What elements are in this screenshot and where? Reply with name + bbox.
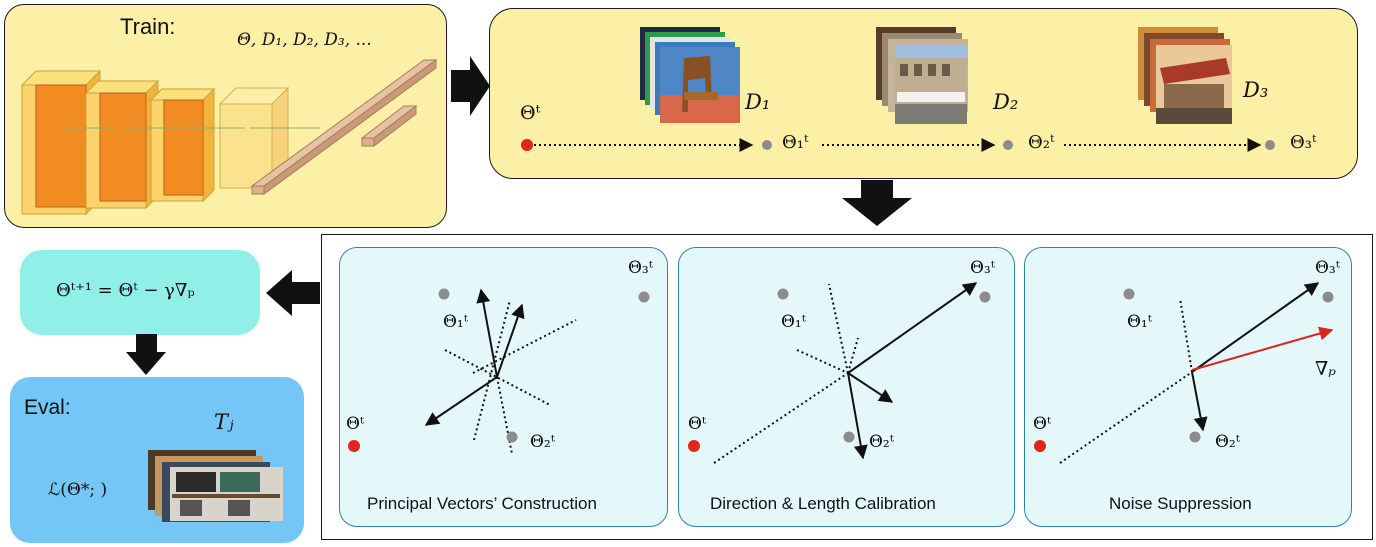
update-formula: Θᵗ⁺¹ = Θᵗ − γ∇ₚ — [56, 280, 195, 301]
eval-task-image-stack — [148, 450, 283, 522]
panel-principal-vectors — [339, 247, 668, 527]
p1-theta1-label: Θ₁ᵗ — [443, 312, 468, 332]
eval-loss-label: ℒ(Θ*; ) — [48, 480, 108, 500]
aggregated-gradient-arrow — [1191, 326, 1334, 371]
step-theta2-label: Θ₂ᵗ — [1028, 132, 1055, 153]
eval-title: Eval: — [24, 396, 71, 419]
p1-theta2-label: Θ₂ᵗ — [530, 432, 555, 452]
p3-theta-t-label: Θᵗ — [1033, 414, 1052, 434]
p1-theta3-label: Θ₃ᵗ — [628, 258, 653, 278]
update-rule-box — [20, 250, 260, 335]
left-flow-arrow — [266, 270, 320, 316]
seq-theta-t-label: Θᵗ — [520, 102, 541, 124]
p2-caption: Direction & Length Calibration — [710, 494, 936, 513]
step-theta3-label: Θ₃ᵗ — [1290, 132, 1317, 153]
p3-grad-label: ∇ₚ — [1315, 358, 1336, 380]
p2-theta3-label: Θ₃ᵗ — [970, 258, 995, 278]
dataset-d1-image-stack — [640, 27, 740, 123]
dataset-d3-label: D₃ — [1243, 78, 1269, 102]
p3-theta2-label: Θ₂ᵗ — [1215, 432, 1240, 452]
principal-vectors-graphic — [348, 288, 650, 455]
p2-theta-t-label: Θᵗ — [688, 414, 707, 434]
dataset-d2-label: D₂ — [993, 90, 1019, 114]
panel-noise-suppression — [1024, 247, 1352, 527]
down-flow-arrow — [842, 180, 912, 226]
dataset-d1-label: D₁ — [745, 90, 771, 114]
panel-calibration — [678, 247, 1015, 527]
p1-caption: Principal Vectors’ Construction — [367, 494, 597, 513]
train-title: Train: — [120, 14, 176, 39]
dataset-d3-image-stack — [1138, 27, 1232, 124]
cnn-network-icon — [20, 59, 438, 216]
p3-theta3-label: Θ₃ᵗ — [1315, 258, 1340, 278]
p3-theta1-label: Θ₁ᵗ — [1127, 312, 1152, 332]
theta-t-point — [521, 139, 533, 151]
noise-suppression-graphic — [1034, 282, 1334, 464]
dataset-d2-image-stack — [876, 27, 968, 124]
p2-theta2-label: Θ₂ᵗ — [869, 432, 894, 452]
p2-theta1-label: Θ₁ᵗ — [781, 312, 806, 332]
calibration-graphic — [688, 282, 991, 464]
p3-caption: Noise Suppression — [1109, 494, 1252, 513]
p1-theta-t-label: Θᵗ — [346, 414, 365, 434]
right-flow-arrow — [451, 56, 490, 116]
eval-task-label: Tⱼ — [214, 410, 234, 434]
down-eval-arrow — [126, 334, 166, 375]
step-theta1-label: Θ₁ᵗ — [782, 132, 809, 153]
train-params: Θ, D₁, D₂, D₃, ... — [237, 30, 372, 50]
